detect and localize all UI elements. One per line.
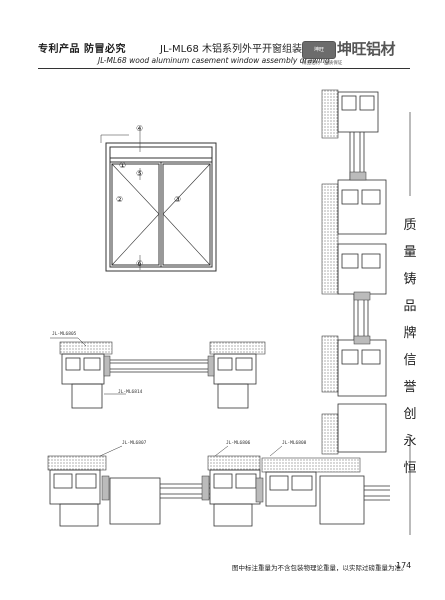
page-subtitle: JL-ML68 wood aluminum casement window as… [98, 56, 330, 65]
slogan-char: 恒 [403, 461, 417, 476]
footer-note: 图中标注重量为不含包装物理论重量，以实际过磅重量为准。 [232, 564, 408, 572]
profile-tag-6805: JL-ML6805 [52, 332, 77, 337]
slogan-char: 质 [403, 218, 417, 233]
left-sash [111, 163, 160, 266]
brand-logo: 坤旺 [302, 41, 336, 59]
slogan-char: 牌 [403, 326, 417, 341]
label-5: ⑤ [136, 169, 144, 178]
page-number: 174 [396, 561, 412, 570]
vertical-slogan: 质 量 铸 品 牌 信 誉 创 永 恒 [402, 212, 418, 482]
brand-name: 坤旺铝材 [337, 40, 396, 58]
label-6: ⑥ [136, 259, 144, 268]
brand-subtitle: 精品铝材 · 品质保证 [302, 61, 343, 66]
slogan-char: 永 [403, 434, 417, 449]
slogan-char: 品 [403, 299, 417, 314]
right-open-indicator [162, 163, 211, 266]
profile-tag-6806: JL-ML6806 [226, 441, 251, 446]
slogan-char: 誉 [403, 380, 417, 395]
label-4: ④ [136, 124, 144, 133]
profile-tag-6807: JL-ML6807 [122, 441, 147, 446]
label-2: ② [116, 195, 124, 204]
section-horizontal-middle [50, 337, 266, 409]
header-divider [38, 68, 410, 69]
profile-tag-6808: JL-ML6808 [282, 441, 307, 446]
slogan-char: 铸 [403, 272, 417, 287]
window-elevation [100, 134, 217, 272]
header-left-text: 专利产品 防冒必究 [38, 44, 126, 55]
slogan-char: 创 [403, 407, 417, 422]
section-horizontal-bottom [47, 445, 390, 527]
label-3: ③ [174, 195, 182, 204]
right-sash [162, 163, 211, 266]
label-1: ① [119, 161, 127, 170]
window-outer-frame [105, 142, 217, 272]
section-vertical [321, 89, 387, 455]
slogan-char: 量 [403, 245, 417, 260]
left-open-indicator [111, 163, 160, 266]
page-title: JL-ML68 木铝系列外平开窗组装图 [160, 44, 313, 55]
logo-text: 坤旺 [313, 47, 324, 53]
slogan-char: 信 [403, 353, 417, 368]
profile-tag-6814: JL-ML6814 [118, 390, 143, 395]
